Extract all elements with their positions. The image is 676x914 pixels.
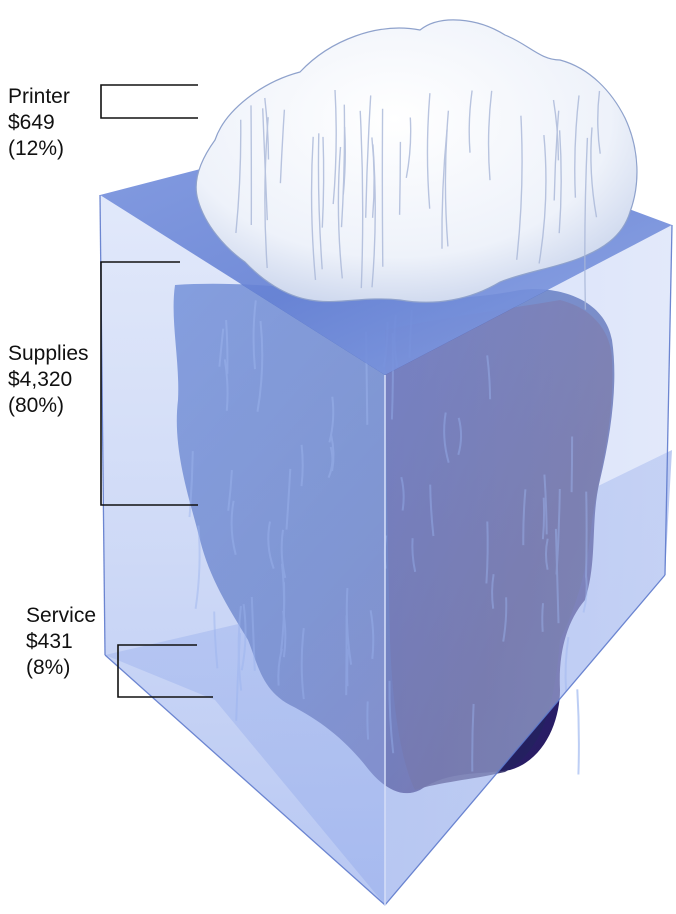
label-printer-value: $649 [8, 110, 70, 136]
label-printer-name: Printer [8, 84, 70, 110]
texture-streak [577, 689, 579, 774]
label-service-percent: (8%) [26, 655, 96, 681]
label-supplies-name: Supplies [8, 341, 89, 367]
label-printer-percent: (12%) [8, 136, 70, 162]
label-service-name: Service [26, 603, 96, 629]
label-service: Service $431 (8%) [26, 603, 96, 681]
label-service-value: $431 [26, 629, 96, 655]
label-printer: Printer $649 (12%) [8, 84, 70, 162]
bracket-printer [101, 85, 198, 118]
ice-ridge [400, 142, 401, 215]
visible-iceberg-tip [196, 20, 637, 302]
label-supplies-percent: (80%) [8, 393, 89, 419]
label-supplies: Supplies $4,320 (80%) [8, 341, 89, 419]
label-supplies-value: $4,320 [8, 367, 89, 393]
